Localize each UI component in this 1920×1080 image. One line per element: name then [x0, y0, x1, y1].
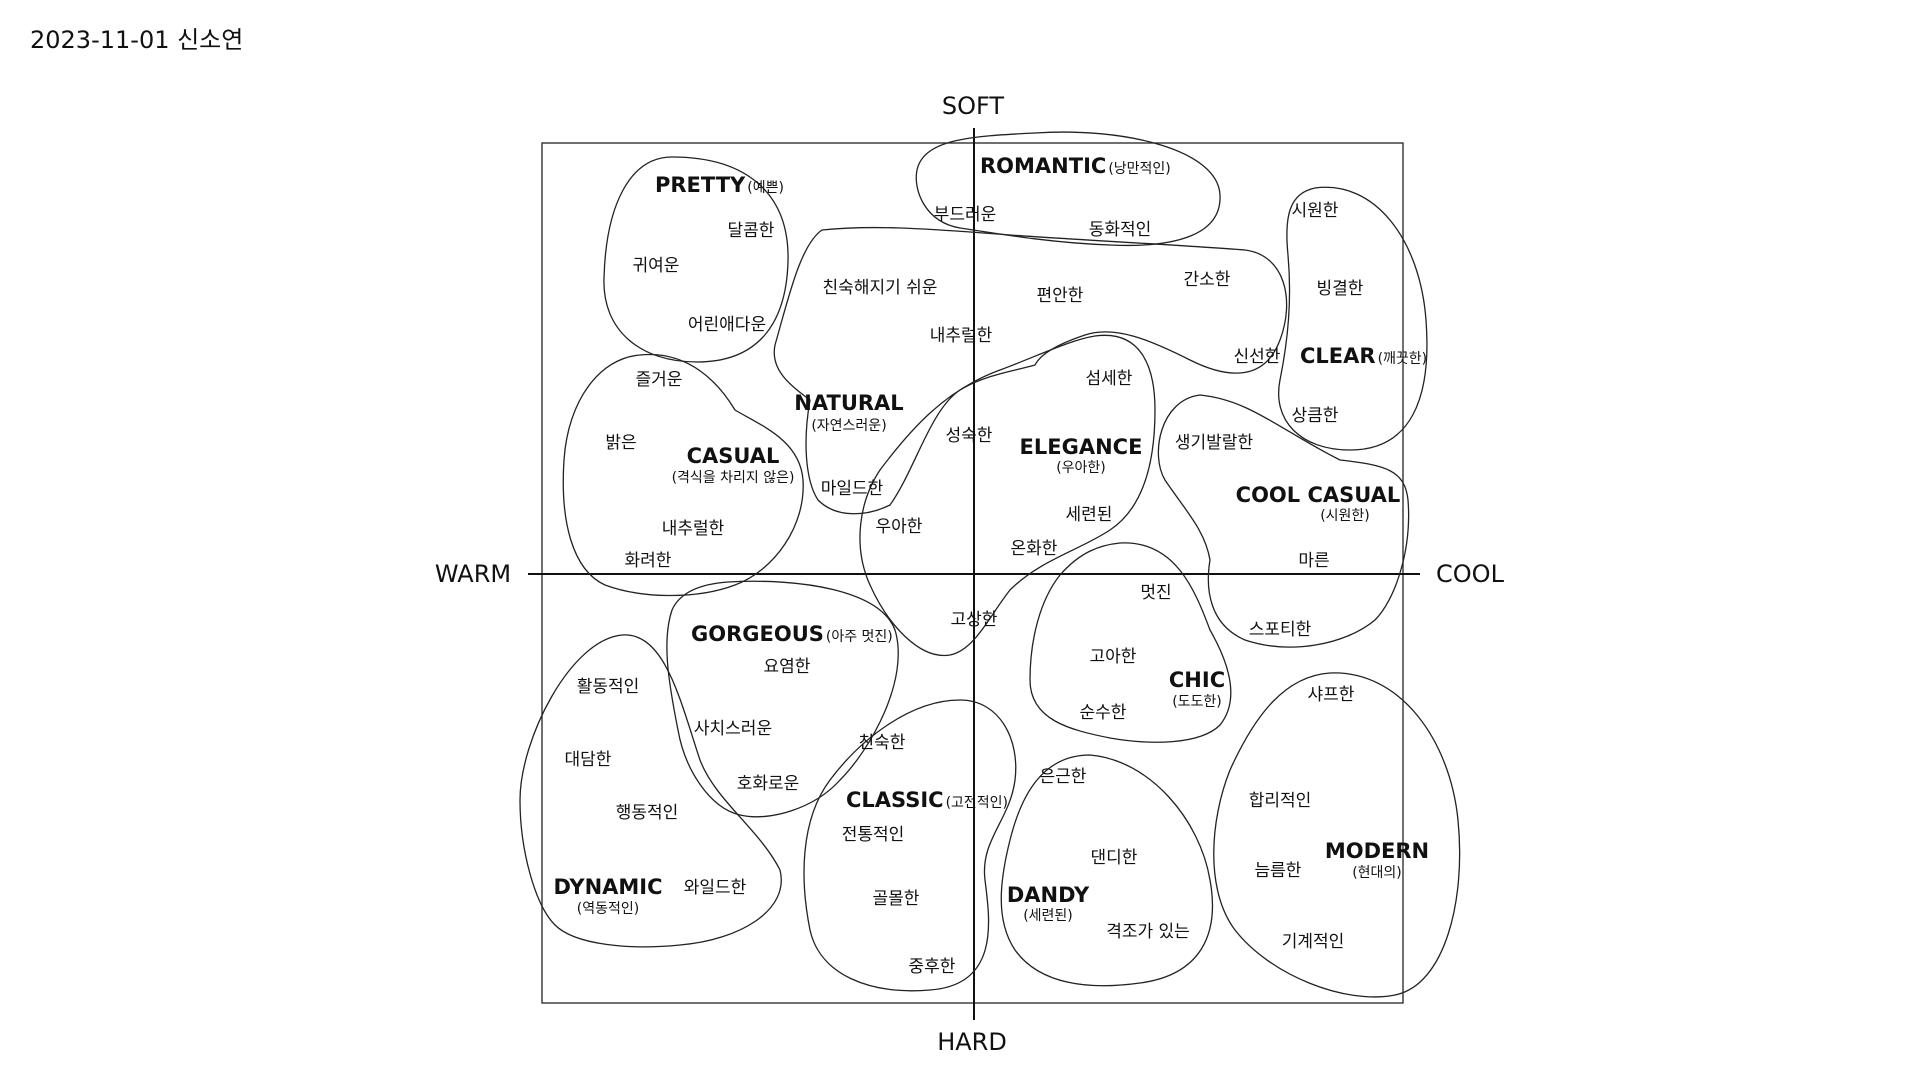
word-item: 상큼한 — [1292, 406, 1339, 426]
word-item: 화려한 — [625, 551, 672, 571]
category-gorgeous: GORGEOUS(아주 멋진) — [691, 622, 893, 646]
category-dynamic-sub: (역동적인) — [577, 901, 639, 917]
word-item: 친숙해지기 쉬운 — [823, 278, 938, 298]
category-elegance: ELEGANCE — [1020, 435, 1143, 459]
category-modern-sub: (현대의) — [1352, 865, 1402, 881]
word-item: 순수한 — [1080, 703, 1127, 723]
category-natural-sub: (자연스러운) — [811, 418, 886, 434]
word-item: 어린애다운 — [688, 315, 766, 335]
word-item: 중후한 — [909, 957, 956, 977]
word-item: 즐거운 — [636, 370, 683, 390]
word-item: 신선한 — [1234, 347, 1281, 367]
word-item: 행동적인 — [616, 803, 679, 823]
region-clear — [1278, 186, 1428, 451]
category-elegance-sub: (우아한) — [1056, 460, 1106, 476]
word-item: 활동적인 — [577, 677, 640, 697]
word-item: 멋진 — [1140, 583, 1171, 603]
word-item: 합리적인 — [1249, 791, 1312, 811]
region-gorgeous — [666, 580, 899, 818]
region-classic — [803, 699, 1017, 992]
word-item: 편안한 — [1037, 286, 1084, 306]
region-modern — [1213, 672, 1461, 998]
axis-label-bottom: HARD — [937, 1028, 1007, 1056]
category-romantic: ROMANTIC(낭만적인) — [980, 154, 1171, 178]
region-romantic — [915, 131, 1221, 247]
word-item: 늠름한 — [1255, 861, 1302, 881]
word-item: 와일드한 — [684, 878, 747, 898]
word-item: 스포티한 — [1249, 620, 1312, 640]
word-item: 간소한 — [1184, 270, 1231, 290]
region-pretty — [603, 156, 789, 363]
word-item: 사치스러운 — [694, 719, 772, 739]
category-cool-casual-sub: (시원한) — [1320, 508, 1370, 524]
word-item: 달콤한 — [728, 221, 775, 241]
category-dandy: DANDY — [1007, 883, 1090, 907]
word-item: 대담한 — [565, 750, 612, 770]
category-chic: CHIC — [1169, 668, 1225, 692]
word-item: 빙결한 — [1317, 279, 1364, 299]
word-item: 우아한 — [876, 517, 923, 537]
category-chic-sub: (도도한) — [1172, 694, 1222, 710]
word-item: 생기발랄한 — [1175, 433, 1254, 453]
word-item: 전통적인 — [842, 825, 905, 845]
word-item: 세련된 — [1066, 505, 1113, 525]
word-item: 친숙한 — [859, 733, 906, 753]
region-cool-casual — [1157, 394, 1410, 648]
category-natural: NATURAL — [794, 391, 903, 415]
word-item: 동화적인 — [1089, 220, 1152, 240]
word-item: 섬세한 — [1086, 369, 1133, 389]
word-item: 성숙한 — [946, 426, 993, 446]
axis-label-left: WARM — [435, 560, 511, 588]
category-modern: MODERN — [1325, 839, 1429, 863]
word-item: 골몰한 — [873, 889, 920, 909]
word-item: 온화한 — [1011, 539, 1058, 559]
word-item: 내추럴한 — [662, 519, 725, 539]
axis-label-top: SOFT — [942, 92, 1005, 120]
word-item: 은근한 — [1040, 767, 1087, 787]
word-group: 달콤한 귀여운 어린애다운 부드러운 동화적인 시원한 빙결한 신선한 상큼한 … — [565, 201, 1364, 977]
word-item: 귀여운 — [633, 256, 680, 276]
region-elegance — [859, 334, 1156, 657]
word-item: 밝은 — [605, 433, 636, 453]
word-item: 고상한 — [951, 610, 998, 630]
category-casual-sub: (격식을 차리지 않은) — [672, 470, 795, 486]
word-item: 요염한 — [764, 657, 811, 677]
word-item: 고아한 — [1090, 647, 1137, 667]
region-chic — [1029, 542, 1232, 743]
word-item: 샤프한 — [1308, 685, 1355, 705]
word-item: 기계적인 — [1282, 932, 1345, 952]
category-casual: CASUAL — [687, 444, 780, 468]
category-clear: CLEAR(깨끗한) — [1300, 344, 1427, 368]
word-item: 시원한 — [1292, 201, 1339, 221]
region-dynamic — [519, 634, 782, 948]
word-item: 마일드한 — [821, 479, 884, 499]
word-item: 댄디한 — [1091, 848, 1138, 868]
category-pretty: PRETTY(예쁜) — [655, 173, 784, 197]
category-dynamic: DYNAMIC — [553, 875, 662, 899]
region-dandy — [1000, 754, 1214, 987]
category-dandy-sub: (세련된) — [1023, 908, 1073, 924]
word-item: 부드러운 — [934, 205, 997, 225]
word-item: 호화로운 — [737, 774, 800, 794]
region-casual — [562, 353, 804, 597]
word-item: 격조가 있는 — [1106, 922, 1190, 942]
category-classic: CLASSIC(고전적인) — [846, 788, 1008, 812]
word-item: 내추럴한 — [930, 326, 993, 346]
category-cool-casual: COOL CASUAL — [1236, 483, 1401, 507]
page-title: 2023-11-01 신소연 — [30, 26, 244, 54]
word-item: 마른 — [1298, 551, 1329, 571]
axis-label-right: COOL — [1436, 560, 1505, 588]
